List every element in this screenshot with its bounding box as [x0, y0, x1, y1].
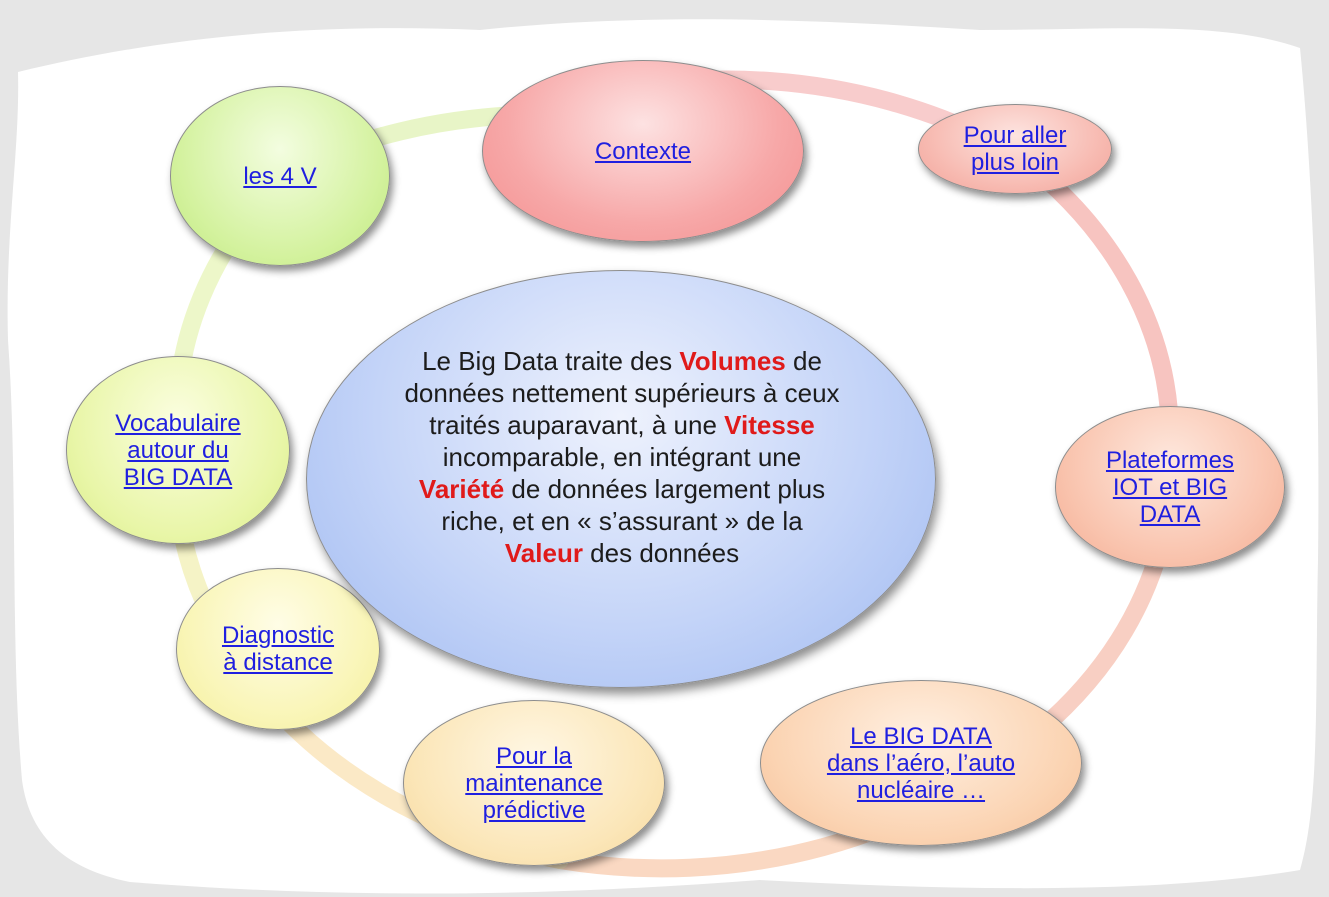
- link-les-4-v[interactable]: les 4 V: [243, 162, 317, 190]
- node-les-4-v: les 4 V: [170, 86, 390, 266]
- link-maintenance-predictive[interactable]: Pour la maintenance prédictive: [465, 742, 603, 824]
- node-contexte: Contexte: [482, 60, 804, 242]
- node-maintenance-predictive: Pour la maintenance prédictive: [403, 700, 665, 866]
- link-vocabulaire[interactable]: Vocabulaire autour du BIG DATA: [115, 409, 241, 491]
- node-big-data-aero: Le BIG DATA dans l’aéro, l’auto nucléair…: [760, 680, 1082, 846]
- highlight-keyword: Valeur: [504, 538, 583, 568]
- highlight-keyword: Volumes: [679, 346, 786, 376]
- center-text-segment: des données: [582, 538, 740, 568]
- node-pour-aller-plus-loin: Pour aller plus loin: [918, 104, 1112, 194]
- center-text-segment: de données largement plus riche, et en «…: [441, 474, 826, 536]
- center-text-segment: Le Big Data traite des: [422, 346, 680, 376]
- link-plateformes-iot[interactable]: Plateformes IOT et BIG DATA: [1105, 446, 1235, 528]
- node-vocabulaire: Vocabulaire autour du BIG DATA: [66, 356, 290, 544]
- link-diagnostic-distance[interactable]: Diagnostic à distance: [221, 622, 335, 676]
- node-diagnostic-distance: Diagnostic à distance: [176, 568, 380, 730]
- node-plateformes-iot: Plateformes IOT et BIG DATA: [1055, 406, 1285, 568]
- link-big-data-aero[interactable]: Le BIG DATA dans l’aéro, l’auto nucléair…: [826, 722, 1016, 804]
- highlight-keyword: Vitesse: [724, 410, 815, 440]
- center-ellipse: Le Big Data traite des Volumes de donnée…: [306, 270, 936, 688]
- center-description: Le Big Data traite des Volumes de donnée…: [399, 345, 845, 569]
- center-text-segment: de données nettement supérieurs à ceux t…: [404, 346, 840, 440]
- highlight-keyword: Variété: [418, 474, 505, 504]
- link-pour-aller-plus-loin[interactable]: Pour aller plus loin: [963, 122, 1067, 176]
- link-contexte[interactable]: Contexte: [594, 137, 692, 165]
- center-text-segment: incomparable, en intégrant une: [442, 442, 802, 472]
